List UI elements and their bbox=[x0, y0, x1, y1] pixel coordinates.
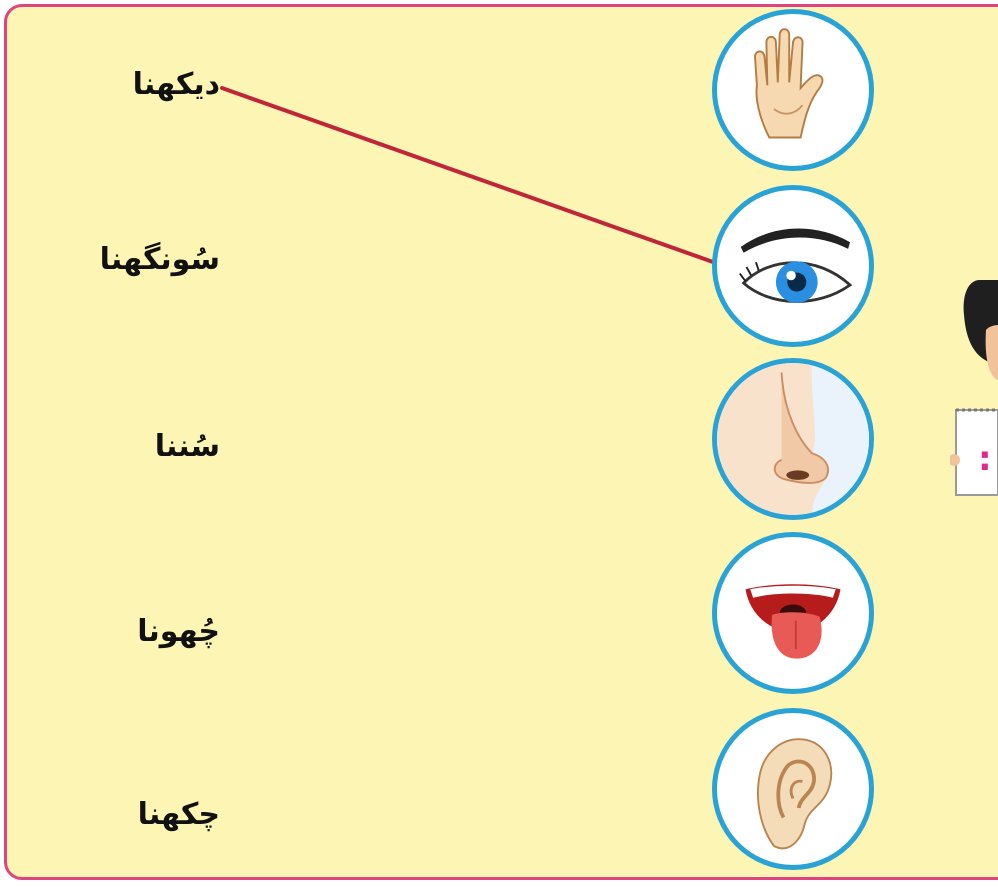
picture-hand[interactable] bbox=[712, 9, 874, 171]
picture-ear[interactable] bbox=[712, 708, 874, 870]
ear-icon bbox=[717, 713, 869, 865]
word-column: دیکھنا سُونگھنا سُننا چُھونا چکھنا bbox=[0, 0, 300, 887]
word-dekhna[interactable]: دیکھنا bbox=[110, 70, 220, 100]
nose-icon bbox=[717, 363, 869, 515]
picture-eye[interactable] bbox=[712, 185, 874, 347]
child-illustration: : bbox=[950, 270, 998, 500]
svg-text::: : bbox=[978, 439, 992, 479]
picture-mouth[interactable] bbox=[712, 532, 874, 694]
eye-icon bbox=[717, 190, 869, 342]
word-chakhna[interactable]: چکھنا bbox=[110, 800, 220, 830]
word-sunna[interactable]: سُننا bbox=[110, 432, 220, 462]
word-chhoona[interactable]: چُھونا bbox=[110, 617, 220, 647]
hand-icon bbox=[717, 14, 869, 166]
picture-nose[interactable] bbox=[712, 358, 874, 520]
mouth-tongue-icon bbox=[717, 537, 869, 689]
word-soonghna[interactable]: سُونگھنا bbox=[110, 245, 220, 275]
